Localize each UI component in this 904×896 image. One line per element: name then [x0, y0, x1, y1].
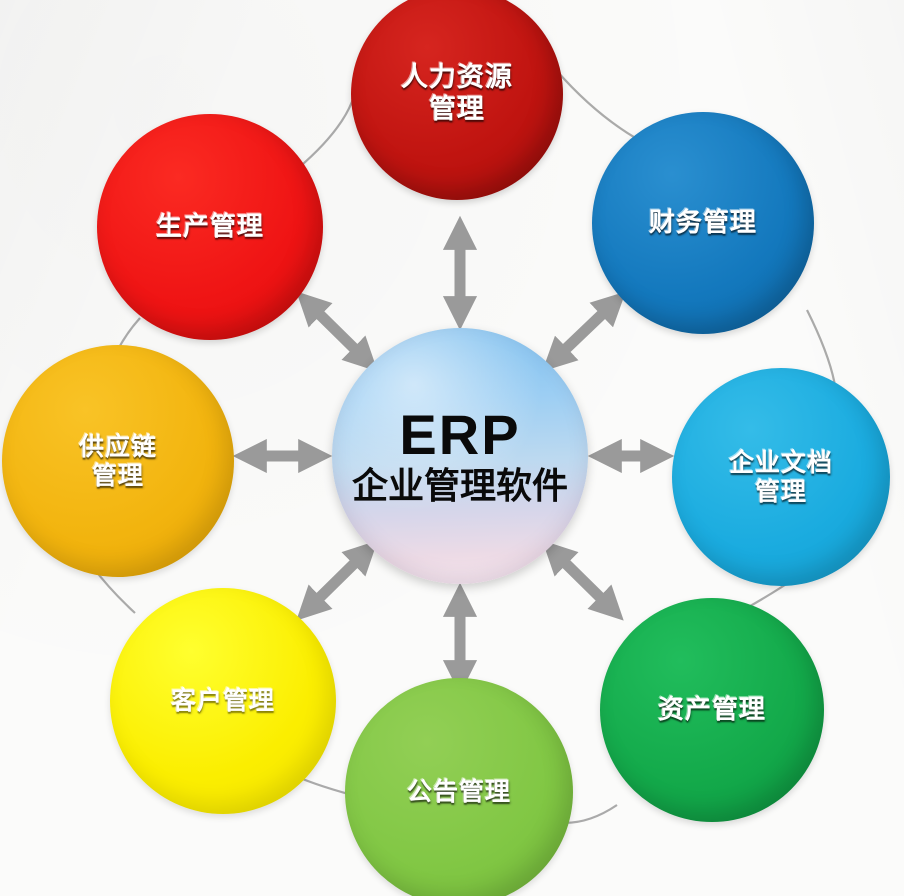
- erp-center-subtitle: 企业管理软件: [351, 466, 568, 507]
- module-circle-customer[interactable]: 客户管理: [110, 588, 336, 814]
- arrow-center-asset: [542, 540, 624, 621]
- arrow-center-customer: [296, 540, 378, 621]
- arrow-center-finance: [542, 291, 626, 372]
- module-label-finance: 财务管理: [648, 207, 757, 238]
- module-circle-production[interactable]: 生产管理: [97, 114, 323, 340]
- module-label-supply-chain: 供应链 管理: [78, 431, 157, 491]
- module-label-document: 企业文档 管理: [728, 447, 833, 507]
- module-circle-notice[interactable]: 公告管理: [345, 678, 573, 896]
- module-label-asset: 资产管理: [657, 694, 766, 725]
- module-circle-document[interactable]: 企业文档 管理: [672, 368, 890, 586]
- module-circle-hr[interactable]: 人力资源 管理: [351, 0, 563, 200]
- erp-center-title: ERP: [399, 403, 521, 466]
- module-circle-finance[interactable]: 财务管理: [592, 112, 814, 334]
- module-label-customer: 客户管理: [170, 686, 275, 716]
- module-label-notice: 公告管理: [406, 777, 511, 807]
- arrow-center-production: [296, 291, 378, 372]
- module-label-hr: 人力资源 管理: [401, 62, 513, 125]
- module-circle-supply-chain[interactable]: 供应链 管理: [2, 345, 234, 577]
- erp-center-circle[interactable]: ERP 企业管理软件: [332, 328, 588, 584]
- module-label-production: 生产管理: [155, 211, 264, 242]
- module-circle-asset[interactable]: 资产管理: [600, 598, 824, 822]
